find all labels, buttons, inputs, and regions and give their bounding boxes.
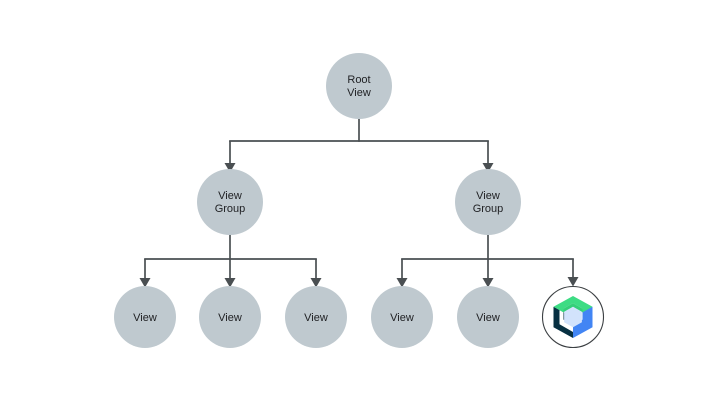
jetpack-compose-logo-icon (553, 296, 593, 338)
view-3-circle[interactable] (285, 286, 347, 348)
arrowhead-group-right (482, 163, 494, 173)
view-group-left-label-line1: View (218, 190, 242, 202)
view-group-right-label-line2: Group (473, 203, 504, 215)
view-4-label: View (390, 312, 414, 324)
arrowhead-compose (567, 277, 579, 287)
node-view-3[interactable]: View (285, 286, 347, 348)
node-view-5[interactable]: View (457, 286, 519, 348)
view-2-label: View (218, 312, 242, 324)
view-group-right-circle[interactable] (455, 169, 521, 235)
view-5-label: View (476, 312, 500, 324)
arrowhead-group-left (224, 163, 236, 173)
view-2-circle[interactable] (199, 286, 261, 348)
node-view-4[interactable]: View (371, 286, 433, 348)
arrowhead-view-1 (139, 278, 151, 288)
arrowhead-view-3 (310, 278, 322, 288)
node-root-view[interactable]: Root View (326, 53, 392, 119)
root-view-label-line2: View (347, 87, 371, 99)
view-5-circle[interactable] (457, 286, 519, 348)
node-view-1[interactable]: View (114, 286, 176, 348)
node-view-group-left[interactable]: View Group (197, 169, 263, 235)
node-view-2[interactable]: View (199, 286, 261, 348)
arrowhead-view-4 (396, 278, 408, 288)
arrowhead-view-2 (224, 278, 236, 288)
compose-top-bevel (563, 303, 583, 313)
root-view-label-line1: Root (347, 74, 370, 86)
compose-center-hexagon (564, 306, 582, 328)
view-group-right-label-line1: View (476, 190, 500, 202)
node-compose[interactable] (541, 285, 605, 349)
edges-group (139, 119, 579, 288)
view-1-label: View (133, 312, 157, 324)
compose-left-face (553, 306, 573, 338)
view-4-circle[interactable] (371, 286, 433, 348)
compose-top-face (553, 296, 593, 313)
compose-right-face (573, 306, 593, 338)
view-3-label: View (304, 312, 328, 324)
node-view-group-right[interactable]: View Group (455, 169, 521, 235)
view-group-left-circle[interactable] (197, 169, 263, 235)
view-group-left-label-line2: Group (215, 203, 246, 215)
root-view-circle[interactable] (326, 53, 392, 119)
view-1-circle[interactable] (114, 286, 176, 348)
arrowhead-view-5 (482, 278, 494, 288)
